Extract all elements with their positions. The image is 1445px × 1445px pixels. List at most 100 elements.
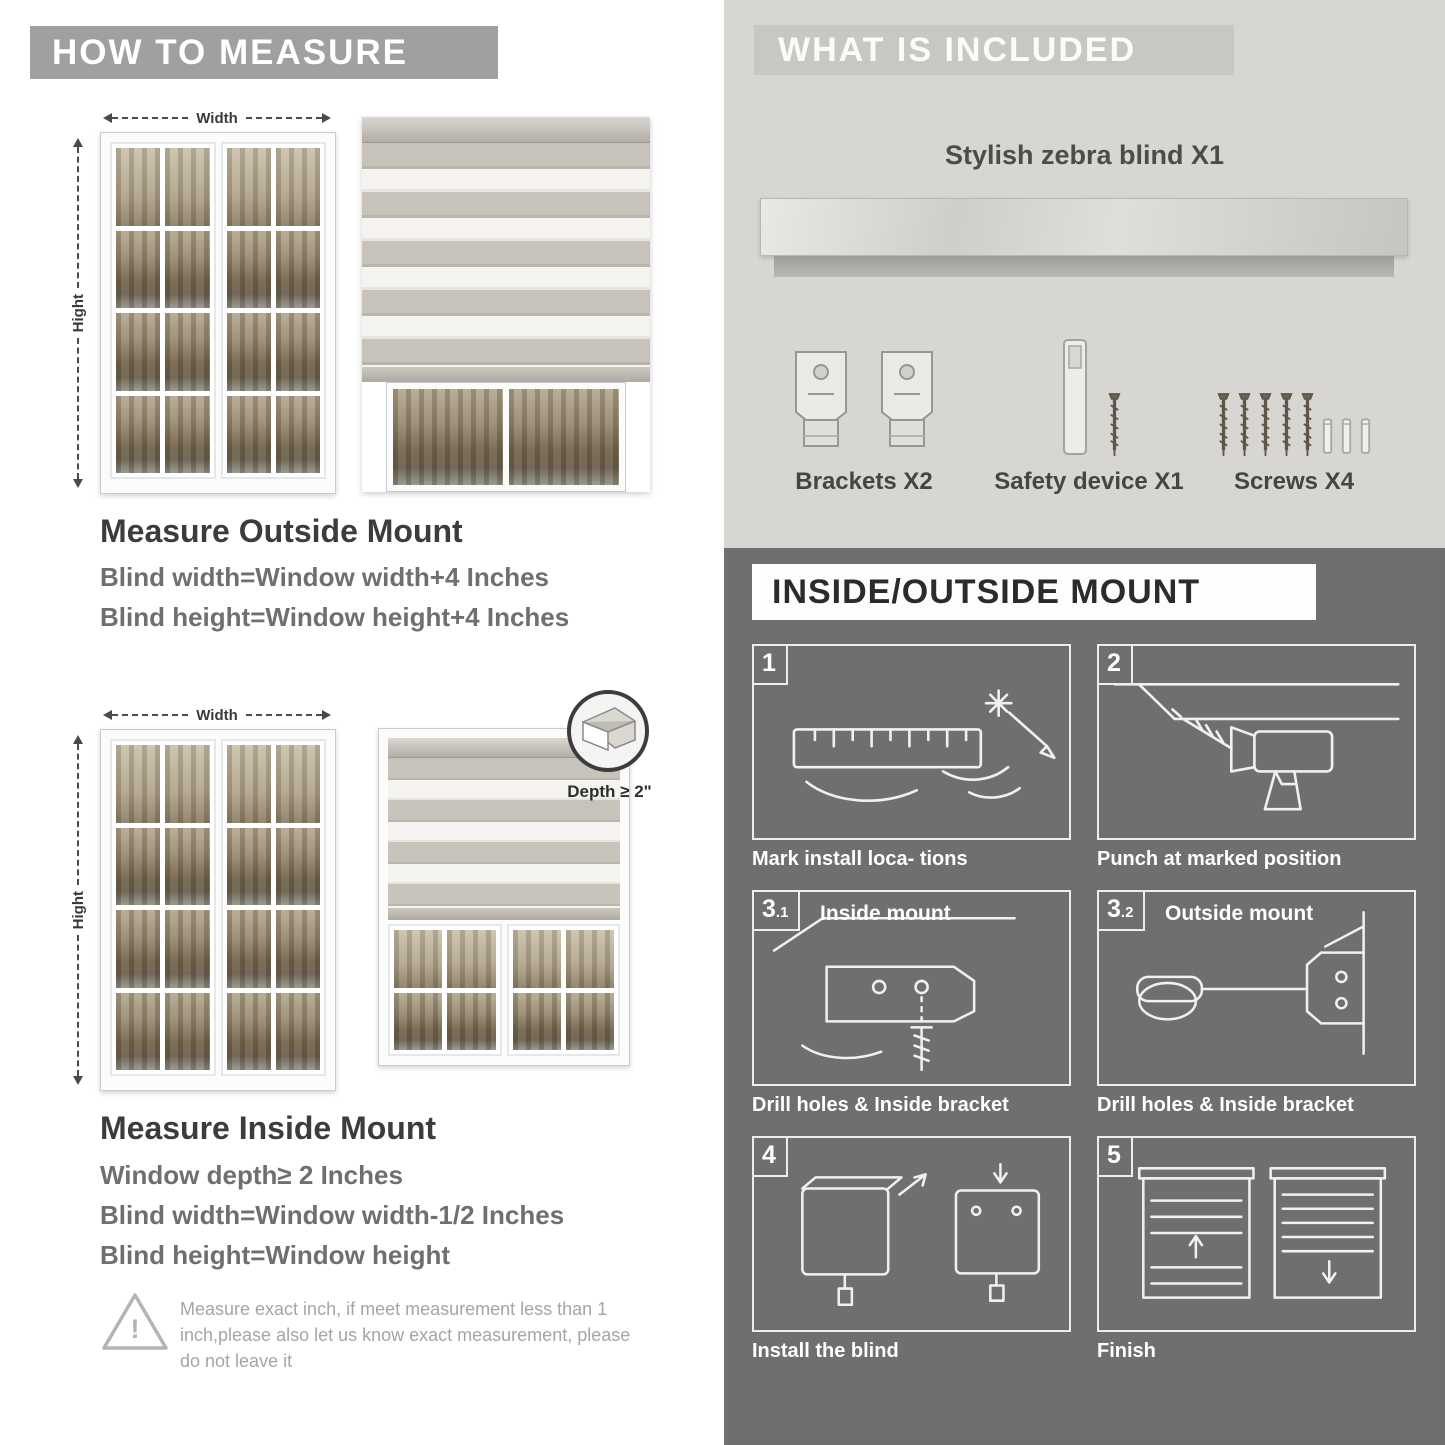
window-pane <box>116 910 161 988</box>
window-pane <box>565 930 614 988</box>
window-lower-panes <box>388 924 620 1056</box>
step-number-badge: 1 <box>754 646 788 685</box>
window-pane <box>275 910 320 988</box>
warning-triangle-icon: ! <box>100 1290 170 1356</box>
height-label: Hight <box>69 293 87 333</box>
step-3-2-label: Outside mount <box>1165 902 1314 925</box>
what-is-included-header: WHAT IS INCLUDED <box>754 25 1234 75</box>
window-pane <box>116 230 161 308</box>
mount-header: INSIDE/OUTSIDE MOUNT <box>752 564 1316 620</box>
window-pane <box>116 148 161 226</box>
width-arrow-icon: Width <box>103 705 332 725</box>
drill-illustration <box>1113 682 1400 811</box>
how-to-measure-title: HOW TO MEASURE <box>52 33 408 72</box>
install-blind-illustration <box>801 1163 1041 1306</box>
window-pane <box>226 230 271 308</box>
window-sash <box>506 924 620 1056</box>
step-3-2-caption: Drill holes & Inside bracket <box>1097 1094 1354 1116</box>
window-sash <box>220 142 326 479</box>
inside-bracket-illustration <box>772 917 1016 1072</box>
outside-mount-formula-width: Blind width=Window width+4 Inches <box>100 562 549 592</box>
window-pane <box>447 992 496 1050</box>
mark-location-illustration <box>792 689 1056 802</box>
step-4: 4 <box>752 1136 1071 1364</box>
what-is-included-section: WHAT IS INCLUDED Stylish zebra blind X1 <box>724 0 1445 548</box>
inside-mount-formula-height: Blind height=Window height <box>100 1240 450 1270</box>
step-3-1: 3.1 Inside mount Dri <box>752 890 1071 1118</box>
bracket-icon <box>881 351 933 447</box>
blind-bottom-rail <box>362 367 650 382</box>
window-pane <box>275 148 320 226</box>
window-pane <box>512 992 561 1050</box>
arrowhead-up-icon <box>73 735 83 744</box>
window-pane <box>116 992 161 1070</box>
window-below-blind <box>386 382 626 492</box>
window-sash <box>388 924 502 1056</box>
screw-icon <box>1259 393 1272 456</box>
outside-bracket-illustration <box>1135 910 1365 1055</box>
arrowhead-left-icon <box>103 710 112 720</box>
step-3-1-label: Inside mount <box>820 902 951 925</box>
window-pane <box>512 930 561 988</box>
step-4-image: 4 <box>752 1136 1071 1332</box>
safety-device-label: Safety device X1 <box>994 468 1184 495</box>
window-pane <box>116 745 161 823</box>
window-pane <box>165 148 210 226</box>
window-with-inside-blind <box>378 728 630 1066</box>
window-pane <box>165 313 210 391</box>
window-pane <box>275 827 320 905</box>
height-label: Hight <box>69 890 87 930</box>
step-3-2-image: 3.2 Outside mount <box>1097 890 1416 1086</box>
safety-device-illustration <box>1014 332 1164 460</box>
wall-anchor-icon <box>1322 418 1333 454</box>
brackets-illustration <box>772 338 956 458</box>
wall-anchor-icon <box>1341 418 1352 454</box>
screw-icon <box>1301 393 1314 456</box>
cord-tensioner-icon <box>1062 339 1087 455</box>
blind-stripes <box>362 143 650 367</box>
mount-title: INSIDE/OUTSIDE MOUNT <box>772 573 1201 611</box>
window-sash <box>110 739 216 1076</box>
arrowhead-right-icon <box>322 113 332 123</box>
window-pane <box>226 827 271 905</box>
outside-mount-formula-height: Blind height=Window height+4 Inches <box>100 602 570 632</box>
window-pane <box>165 910 210 988</box>
corner-detail-illustration <box>567 690 649 772</box>
window-pane <box>565 992 614 1050</box>
step-number-badge: 4 <box>754 1138 788 1177</box>
blind-headrail-illustration <box>760 198 1408 256</box>
inside-outside-mount-section: INSIDE/OUTSIDE MOUNT 1 <box>724 548 1445 1445</box>
step-4-caption: Install the blind <box>752 1340 899 1362</box>
window-pane <box>275 992 320 1070</box>
arrowhead-left-icon <box>103 113 112 123</box>
arrowhead-up-icon <box>73 138 83 147</box>
window-pane <box>226 313 271 391</box>
window-illustration-inside <box>100 729 336 1091</box>
mount-steps-grid: 1 Mark install loca- tions <box>752 644 1416 1364</box>
depth-detail-icon <box>565 688 651 774</box>
screws-illustration <box>1202 382 1386 460</box>
window-sash <box>220 739 326 1076</box>
depth-callout-label: Depth ≥ 2" <box>567 782 652 801</box>
how-to-measure-header: HOW TO MEASURE <box>30 26 498 79</box>
window-pane <box>447 930 496 988</box>
arrowhead-down-icon <box>73 479 83 489</box>
what-is-included-title: WHAT IS INCLUDED <box>778 31 1137 69</box>
window-pane <box>509 389 619 485</box>
window-pane <box>165 992 210 1070</box>
blind-cassette <box>362 117 650 143</box>
wall-anchor-icon <box>1360 418 1371 454</box>
window-illustration-outside <box>100 132 336 494</box>
window-pane <box>165 745 210 823</box>
window-pane <box>275 230 320 308</box>
bracket-icon <box>795 351 847 447</box>
window-pane <box>394 930 443 988</box>
window-pane <box>116 313 161 391</box>
warning-exclamation: ! <box>130 1314 140 1344</box>
window-pane <box>275 395 320 473</box>
step-3-1-caption: Drill holes & Inside bracket <box>752 1094 1009 1116</box>
step-number-badge: 3.2 <box>1099 892 1146 931</box>
window-pane <box>275 745 320 823</box>
step-number-badge: 5 <box>1099 1138 1133 1177</box>
width-arrow-icon: Width <box>103 108 332 128</box>
